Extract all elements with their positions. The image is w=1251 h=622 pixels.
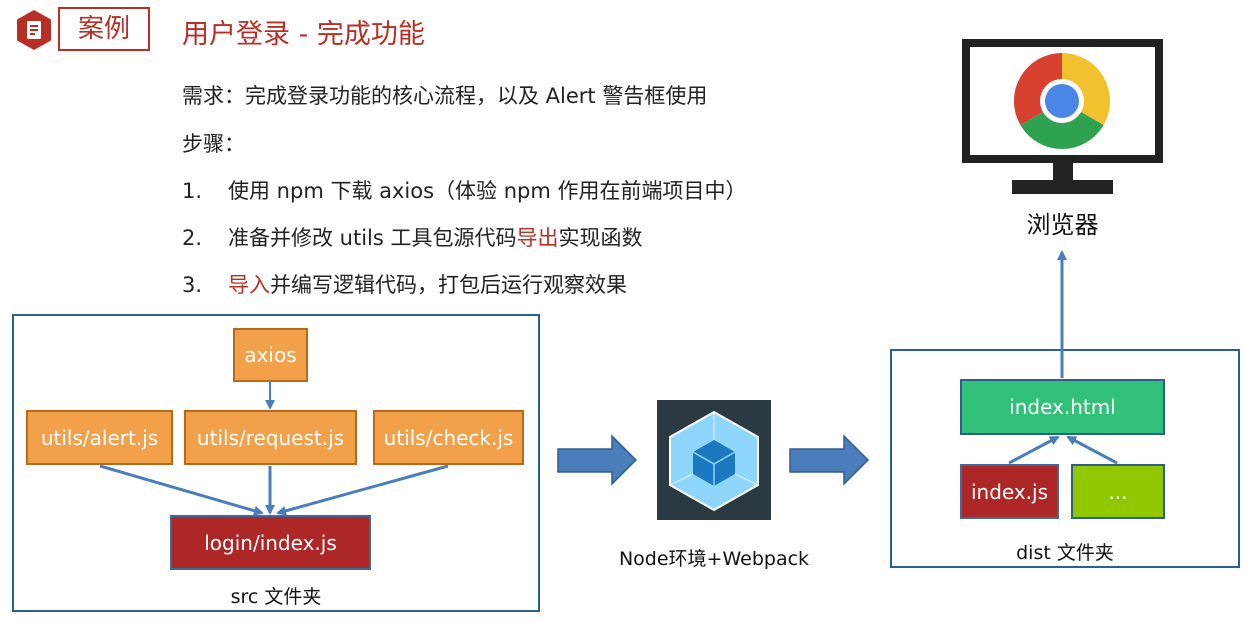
steps-label: 步骤：: [182, 132, 245, 156]
dist-caption: dist 文件夹: [1016, 542, 1114, 564]
src-caption: src 文件夹: [230, 586, 322, 608]
case-label: 案例: [58, 7, 150, 51]
step-1: 1. 使用 npm 下载 axios（体验 npm 作用在前端项目中）: [182, 175, 747, 205]
arrow-js-html: [1008, 435, 1060, 465]
block-arrow-webpack-dist: [789, 434, 870, 486]
step-text-tail: 实现函数: [558, 226, 643, 250]
index-html-node: index.html: [960, 379, 1165, 435]
step-number: 3.: [182, 273, 203, 297]
alert-js-node: utils/alert.js: [26, 410, 173, 465]
browser-caption: 浏览器: [1026, 211, 1099, 239]
login-index-js-node: login/index.js: [170, 515, 371, 570]
chrome-icon: [1013, 52, 1111, 150]
page-title: 用户登录 - 完成功能: [182, 19, 425, 50]
more-files-node: ...: [1071, 464, 1165, 519]
webpack-caption: Node环境+Webpack: [618, 548, 810, 570]
case-badge-icon: [16, 9, 52, 51]
step-highlight: 导入: [228, 273, 270, 297]
step-3: 3. 导入并编写逻辑代码，打包后运行观察效果: [182, 269, 627, 299]
document-icon: [27, 21, 41, 39]
step-text-tail: 并编写逻辑代码，打包后运行观察效果: [270, 273, 627, 297]
block-arrow-src-webpack: [557, 434, 638, 486]
webpack-logo-icon: [657, 400, 771, 520]
index-js-node: index.js: [960, 464, 1059, 519]
step-2: 2. 准备并修改 utils 工具包源代码导出实现函数: [182, 222, 643, 252]
step-number: 2.: [182, 226, 203, 250]
arrow-more-html: [1066, 435, 1118, 465]
request-js-node: utils/request.js: [184, 410, 357, 465]
monitor-icon: [960, 37, 1165, 197]
step-text: 使用 npm 下载 axios（体验 npm 作用在前端项目中）: [228, 179, 747, 203]
step-text: 准备并修改 utils 工具包源代码: [228, 226, 517, 250]
requirement-text: 需求：完成登录功能的核心流程，以及 Alert 警告框使用: [182, 84, 708, 108]
arrow-check-login: [276, 464, 449, 516]
axios-node: axios: [233, 328, 308, 382]
arrow-alert-login: [99, 464, 264, 516]
step-number: 1.: [182, 179, 203, 203]
step-highlight: 导出: [516, 226, 559, 250]
check-js-node: utils/check.js: [373, 410, 524, 465]
